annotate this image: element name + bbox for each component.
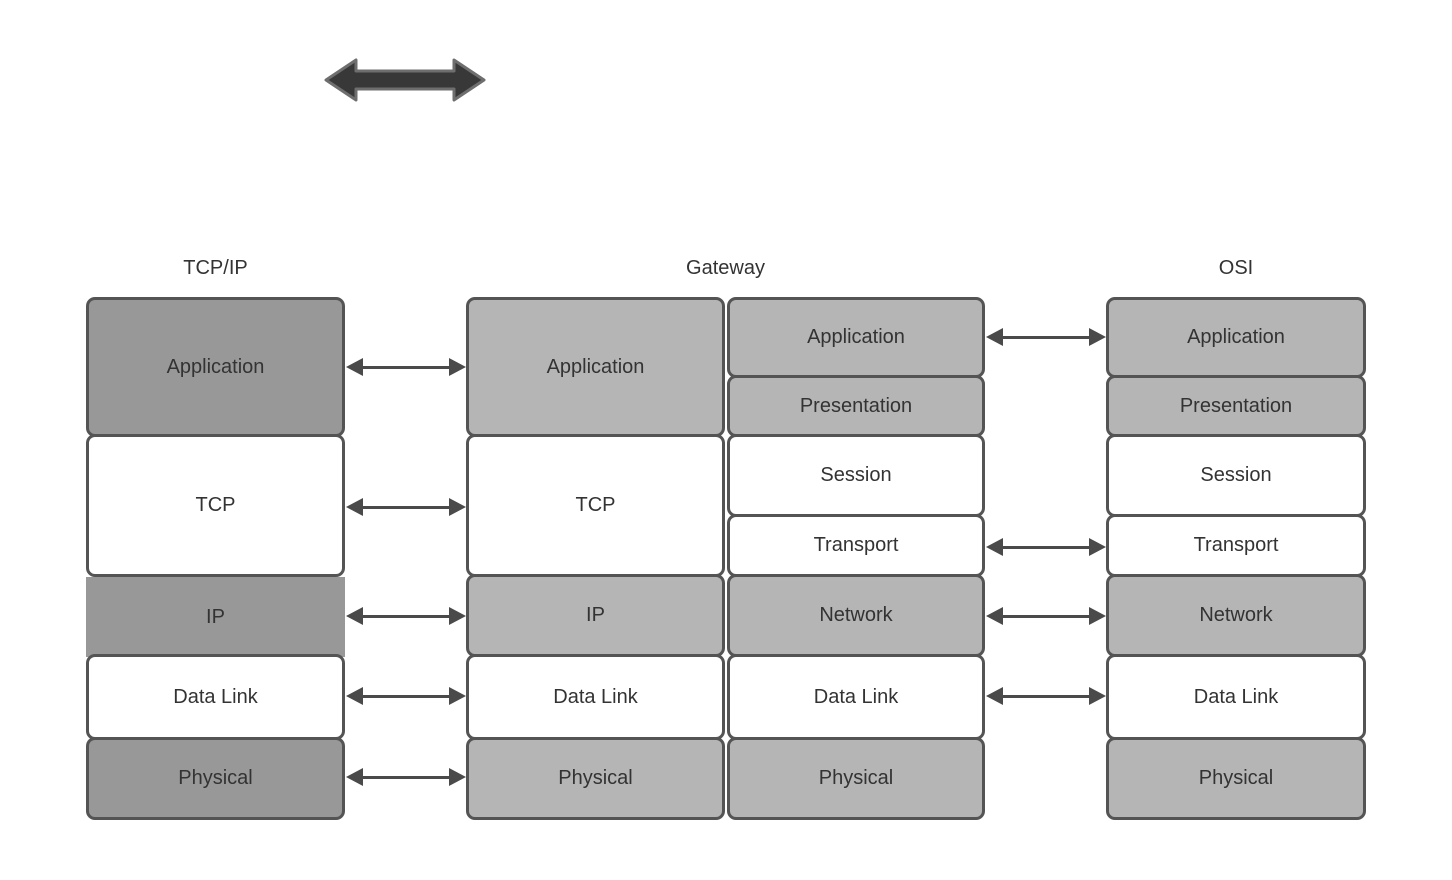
double-arrow-gateway-osi-network [986, 607, 1106, 625]
osi-layer-transport: Transport [1106, 514, 1366, 577]
tcpip-layer-physical: Physical [86, 737, 345, 820]
double-arrow-gateway-osi-application [986, 328, 1106, 346]
gateway-right-layer-transport: Transport [727, 514, 985, 577]
gateway-right-layer-data-link: Data Link [727, 654, 985, 740]
column-header-osi: OSI [1218, 256, 1254, 279]
tcpip-layer-data-link: Data Link [86, 654, 345, 740]
osi-layer-physical: Physical [1106, 737, 1366, 820]
double-arrow-gateway-osi-data-link [986, 687, 1106, 705]
osi-layer-application: Application [1106, 297, 1366, 378]
tcpip-stack: Application TCP IP Data Link Physical [86, 297, 345, 820]
gateway-right-layer-physical: Physical [727, 737, 985, 820]
double-arrow-tcpip-gateway-physical [346, 768, 466, 786]
gateway-stack-left: Application TCP IP Data Link Physical [466, 297, 725, 820]
double-arrow-tcpip-gateway-data-link [346, 687, 466, 705]
osi-stack: Application Presentation Session Transpo… [1106, 297, 1366, 820]
osi-layer-network: Network [1106, 574, 1366, 657]
gateway-right-layer-session: Session [727, 434, 985, 517]
gateway-left-layer-tcp: TCP [466, 434, 725, 577]
gateway-left-layer-ip: IP [466, 574, 725, 657]
gateway-stack-right: Application Presentation Session Transpo… [727, 297, 985, 820]
tcpip-layer-tcp: TCP [86, 434, 345, 577]
double-arrow-tcpip-gateway-application [346, 358, 466, 376]
column-header-tcpip: TCP/IP [183, 256, 248, 279]
thick-double-arrow-icon [324, 58, 486, 102]
gateway-right-layer-presentation: Presentation [727, 375, 985, 437]
osi-layer-presentation: Presentation [1106, 375, 1366, 437]
column-header-gateway: Gateway [686, 256, 765, 279]
tcpip-layer-application: Application [86, 297, 345, 437]
gateway-right-layer-application: Application [727, 297, 985, 378]
gateway-left-layer-data-link: Data Link [466, 654, 725, 740]
tcpip-layer-ip: IP [86, 577, 345, 657]
double-arrow-tcpip-gateway-ip [346, 607, 466, 625]
osi-layer-session: Session [1106, 434, 1366, 517]
gateway-right-layer-network: Network [727, 574, 985, 657]
double-arrow-gateway-osi-transport [986, 538, 1106, 556]
gateway-left-layer-application: Application [466, 297, 725, 437]
osi-layer-data-link: Data Link [1106, 654, 1366, 740]
gateway-left-layer-physical: Physical [466, 737, 725, 820]
double-arrow-tcpip-gateway-tcp [346, 498, 466, 516]
